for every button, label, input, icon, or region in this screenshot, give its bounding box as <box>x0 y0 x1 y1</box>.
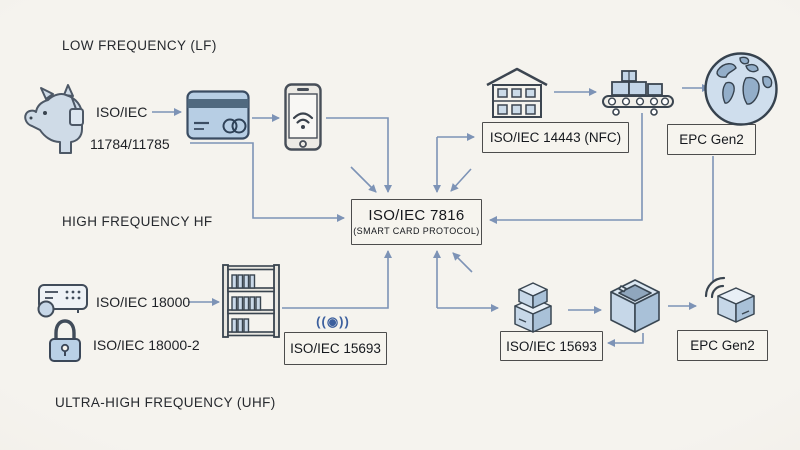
epc-gen2-top-box: EPC Gen2 <box>667 124 756 155</box>
nfc-standard-label: ISO/IEC 14443 (NFC) <box>489 130 622 145</box>
padlock-icon <box>49 319 81 362</box>
section-label-uhf: ULTRA-HIGH FREQUENCY (UHF) <box>55 395 276 410</box>
epc-gen2-bottom-box: EPC Gen2 <box>677 330 768 361</box>
section-label-hf: HIGH FREQUENCY HF <box>62 214 213 229</box>
iso15693-right-label: ISO/IEC 15693 <box>506 338 597 354</box>
rfid-signal-icon: ((◉)) <box>316 314 350 329</box>
package-rfid-signal-icon <box>704 276 755 323</box>
label-11784-11785: 11784/11785 <box>90 136 170 152</box>
diag-arrow-bottomright <box>452 252 473 273</box>
smartphone-nfc-icon <box>284 83 322 151</box>
warehouse-icon <box>486 67 548 118</box>
center-protocol-box: ISO/IEC 7816 (SMART CARD PROTOCOL) <box>351 199 482 245</box>
open-package-icon <box>610 279 660 333</box>
rfid-reader-icon <box>37 284 88 318</box>
conveyor-belt-icon <box>602 70 674 116</box>
iso15693-right-box: ISO/IEC 15693 <box>500 331 603 361</box>
nfc-standard-box: ISO/IEC 14443 (NFC) <box>482 122 629 153</box>
iso15693-left-label: ISO/IEC 15693 <box>290 341 381 356</box>
line-shelf-to-center-bottom <box>282 250 392 309</box>
center-box-title: ISO/IEC 7816 <box>368 206 465 224</box>
diag-arrow-topleft <box>350 166 377 193</box>
library-shelf-icon <box>222 264 280 338</box>
line-11784-to-center <box>190 142 345 222</box>
line-phone-to-center <box>326 117 392 193</box>
globe-icon <box>704 52 778 126</box>
horse-head-ear-tag-icon <box>24 84 84 154</box>
epc-gen2-bottom-label: EPC Gen2 <box>690 338 755 353</box>
diag-arrow-topright <box>450 168 472 192</box>
center-box-subtitle: (SMART CARD PROTOCOL) <box>353 226 480 237</box>
stacked-boxes-icon <box>514 282 552 333</box>
epc-gen2-top-label: EPC Gen2 <box>679 132 744 147</box>
label-iso-18000-2: ISO/IEC 18000-2 <box>93 337 200 353</box>
credit-card-icon <box>186 90 250 140</box>
iso15693-left-box: ISO/IEC 15693 <box>284 332 387 365</box>
label-iso-iec: ISO/IEC <box>96 104 148 120</box>
line-package-to-15693right <box>607 333 644 347</box>
section-label-lf: LOW FREQUENCY (LF) <box>62 38 217 53</box>
label-iso-18000: ISO/IEC 18000 <box>96 294 191 310</box>
line-conveyor-to-center-right <box>489 113 643 224</box>
